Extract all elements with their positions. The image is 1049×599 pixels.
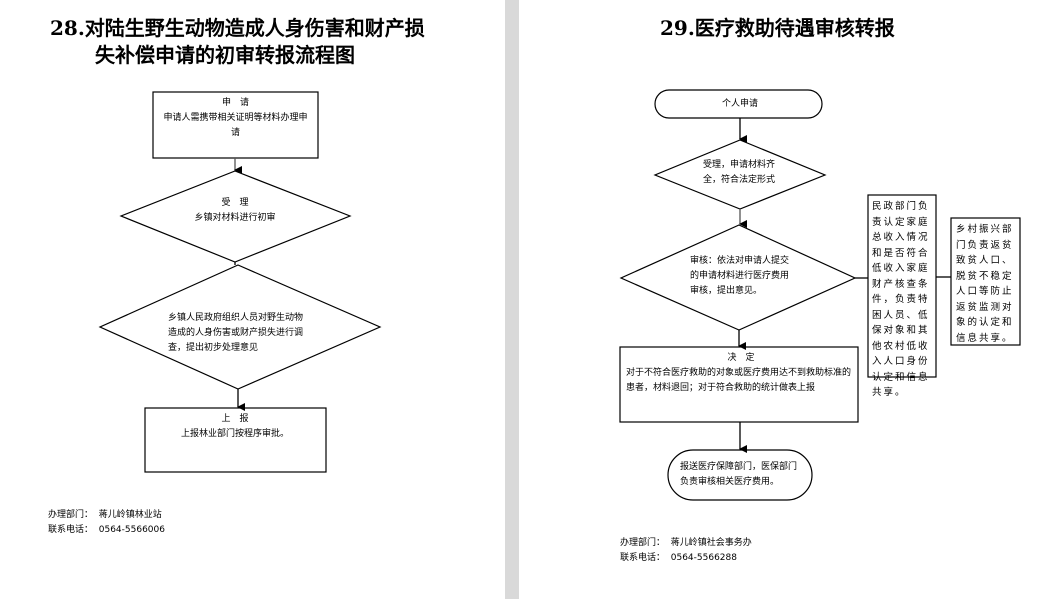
left-title-line1: 28.对陆生野生动物造成人身伤害和财产损 — [50, 16, 425, 40]
dept-label: 办理部门： — [48, 510, 94, 520]
left-report-box — [144, 407, 327, 473]
right-side-civil-text: 民政部门负责认定家庭总收入情况和是否符合低收入家庭财产核查条件，负责特困人员、低… — [872, 201, 930, 398]
dept-label: 办理部门： — [620, 538, 666, 548]
right-review-text: 审核：依法对申请人提交的申请材料进行医疗费用审核，提出意见。 — [690, 256, 790, 296]
left-apply-body: 申请人需携带相关证明等材料办理申请 — [163, 113, 308, 138]
page-gap — [505, 0, 519, 599]
right-side-rural-text: 乡村振兴部门负责返贫致贫人口、脱贫不稳定人口等防止返贫监测对象的认定和信息共享。 — [956, 224, 1014, 344]
right-decision-box — [619, 346, 859, 423]
right-title: 29.医疗救助待遇审核转报 — [660, 16, 895, 40]
dept-value: 蒋儿岭镇林业站 — [98, 510, 162, 520]
right-end-text: 报送医疗保障部门，医保部门负责审核相关医疗费用。 — [680, 462, 798, 487]
left-accept-heading: 受 理 — [221, 198, 249, 208]
right-footer: 办理部门： 蒋儿岭镇社会事务办 联系电话： 0564-5566288 — [620, 536, 870, 566]
phone-value: 0564-5566288 — [670, 553, 737, 563]
left-title: 28.对陆生野生动物造成人身伤害和财产损 失补偿申请的初审转报流程图 — [50, 15, 440, 69]
left-report-text: 上 报 上报林业部门按程序审批。 — [150, 412, 320, 442]
dept-value: 蒋儿岭镇社会事务办 — [670, 538, 752, 548]
left-apply-box — [152, 91, 319, 159]
phone-label: 联系电话： — [620, 553, 666, 563]
left-accept-body: 乡镇对材料进行初审 — [194, 213, 276, 223]
left-footer: 办理部门： 蒋儿岭镇林业站 联系电话： 0564-5566006 — [48, 508, 298, 538]
right-accept-text: 受理，申请材料齐全，符合法定形式 — [703, 160, 775, 185]
right-decision-text: 决 定 对于不符合医疗救助的对象或医疗费用达不到救助标准的患者，材料退回；对于符… — [626, 351, 856, 396]
left-apply-heading: 申 请 — [221, 98, 249, 108]
right-side-box-civil — [867, 194, 937, 378]
right-side-box-rural — [950, 217, 1021, 346]
left-title-line2: 失补偿申请的初审转报流程图 — [95, 43, 355, 67]
left-report-body: 上报林业部门按程序审批。 — [180, 429, 289, 439]
phone-label: 联系电话： — [48, 525, 94, 535]
left-investigate-text: 乡镇人民政府组织人员对野生动物造成的人身伤害或财产损失进行调查，提出初步处理意见 — [168, 313, 304, 353]
right-decision-body: 对于不符合医疗救助的对象或医疗费用达不到救助标准的患者，材料退回；对于符合救助的… — [626, 368, 852, 393]
right-start-text: 个人申请 — [721, 99, 758, 109]
right-decision-heading: 决 定 — [727, 353, 755, 363]
right-start-oval — [654, 89, 823, 119]
left-accept-text: 受 理 乡镇对材料进行初审 — [175, 196, 295, 226]
left-report-heading: 上 报 — [221, 414, 249, 424]
left-apply-text: 申 请 申请人需携带相关证明等材料办理申请 — [163, 96, 308, 141]
phone-value: 0564-5566006 — [98, 525, 165, 535]
